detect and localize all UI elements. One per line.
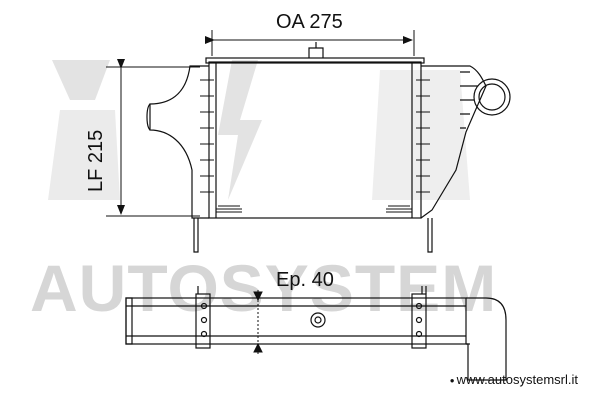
website-url: www.autosystemsrl.it <box>450 372 578 387</box>
front-view <box>146 42 511 253</box>
thickness-dimension <box>253 290 263 354</box>
left-leg <box>193 218 199 253</box>
right-tank <box>420 65 487 219</box>
width-dimension <box>205 30 415 56</box>
width-label: OA 275 <box>276 11 343 33</box>
height-dimension <box>106 59 200 217</box>
core <box>208 61 422 219</box>
right-leg <box>427 218 433 253</box>
watermark-logo <box>48 60 470 200</box>
left-tank <box>149 65 209 219</box>
filler-nipple <box>308 47 324 58</box>
side-filler <box>310 312 326 328</box>
side-outlet-bend <box>466 297 507 381</box>
side-view <box>125 286 507 381</box>
outlet-pipe <box>473 78 511 116</box>
side-core <box>125 297 467 345</box>
thickness-label: Ep. 40 <box>276 269 334 291</box>
height-label: LF 215 <box>85 129 107 192</box>
watermark-brand: AUTOSYSTEM <box>30 251 498 325</box>
